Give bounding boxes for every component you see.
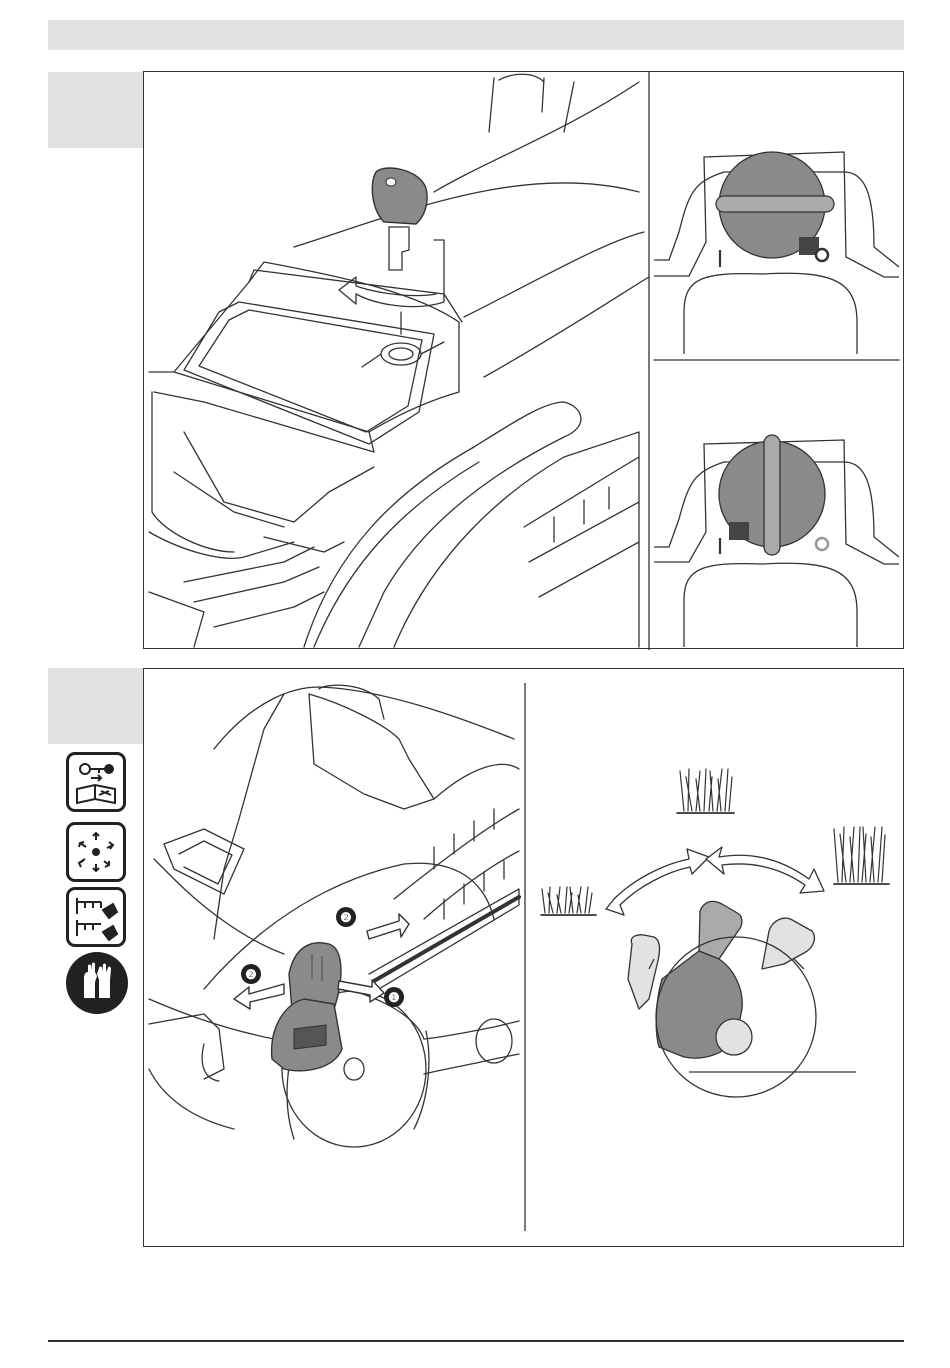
rotating-blade-icon xyxy=(66,822,126,882)
callout-2-upper: ❷ xyxy=(336,907,356,927)
push-arrow-1 xyxy=(367,914,409,939)
grass-height-low xyxy=(541,887,596,915)
height-adjustment-lever xyxy=(272,943,342,1071)
header-bar xyxy=(48,20,904,50)
figure-1-frame xyxy=(143,71,904,649)
rotary-switch-off xyxy=(654,152,899,354)
figure-2-illustration: ❶ ❷ ❷ xyxy=(144,669,905,1248)
lever-position-low xyxy=(628,935,660,1009)
callout-1-label: ❶ xyxy=(388,990,400,1005)
lever-position-medium xyxy=(699,901,742,959)
grass-height-medium xyxy=(677,769,734,813)
push-arrow-2-left xyxy=(234,984,284,1009)
remove-key-read-manual-icon xyxy=(66,752,126,812)
grass-height-high xyxy=(834,827,889,884)
figure-1-number-tab xyxy=(48,72,144,148)
lever-position-high xyxy=(762,918,814,969)
callout-2-lower-label: ❷ xyxy=(245,967,257,982)
figure-1-illustration xyxy=(144,72,905,650)
footer-rule xyxy=(48,1340,904,1342)
hand-injury-warning-icon xyxy=(66,887,126,947)
callout-1: ❶ xyxy=(384,987,404,1007)
callout-2-upper-label: ❷ xyxy=(340,910,352,925)
push-arrow-2-right xyxy=(338,980,384,1002)
wear-gloves-icon xyxy=(66,952,128,1014)
ignition-key-icon xyxy=(372,168,427,270)
rotary-switch-on xyxy=(654,435,899,647)
figure-2-number-tab xyxy=(48,668,144,744)
figure-2-frame: ❶ ❷ ❷ xyxy=(143,668,904,1247)
callout-2-lower: ❷ xyxy=(241,964,261,984)
